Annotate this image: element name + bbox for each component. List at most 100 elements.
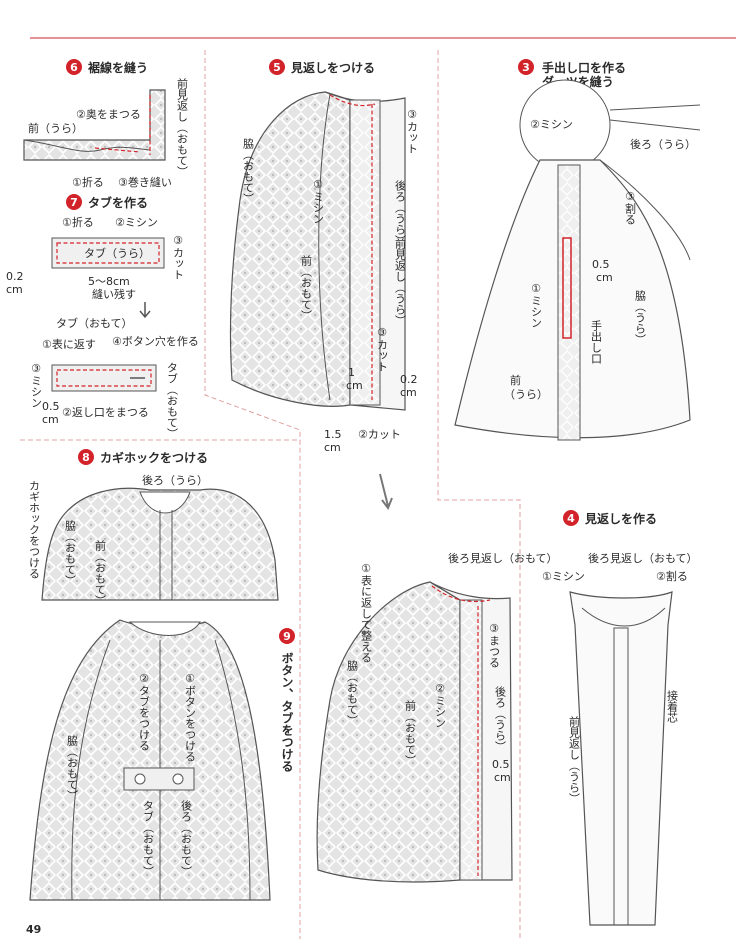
step7-leave: 縫い残す bbox=[92, 287, 136, 301]
step9-tab bbox=[123, 767, 195, 791]
step9-side: 脇（おもて） bbox=[66, 735, 79, 801]
step7-panel: 7 タブを作る ①折る ②ミシン ③カット タブ（うら） 0.2 cm 5〜8c… bbox=[6, 194, 199, 439]
step9-title: ボタン、タブをつける bbox=[280, 652, 294, 772]
step3-number: 3 bbox=[522, 61, 530, 74]
step7-number: 7 bbox=[70, 196, 78, 209]
step5-side: 脇（おもて） bbox=[242, 138, 255, 204]
final-slipstitch: ③まつる bbox=[488, 622, 501, 668]
step5-front: 前（おもて） bbox=[300, 254, 313, 321]
step8-side: 脇（おもて） bbox=[64, 520, 77, 586]
step7-label-fold: ①折る bbox=[62, 215, 94, 229]
step8-title: カギホックをつける bbox=[100, 450, 208, 465]
step5-cut3: ③カット bbox=[376, 326, 389, 372]
step4-panel: 4 見返しを作る 後ろ見返し（おもて） ①ミシン ②割る 接着芯 前見返し（うら… bbox=[542, 510, 698, 926]
step4-facing bbox=[569, 591, 673, 926]
step4-badge bbox=[563, 510, 579, 526]
step7-opening: ②返し口をまつる bbox=[62, 406, 149, 419]
step3-slit: 手出し口 bbox=[590, 319, 603, 364]
step5-02-unit: cm bbox=[400, 386, 417, 399]
step5-cut1: ③カット bbox=[406, 108, 419, 154]
final-assembly-panel: 後ろ見返し（おもて） ①表に返して整える ③まつる 脇（おもて） ②ミシン 前（… bbox=[316, 551, 558, 883]
final-cape bbox=[316, 581, 461, 883]
tab-right-side bbox=[51, 364, 157, 392]
step6-panel: 6 裾線を縫う 前見返し（おもて） ②奥をまつる 前（うら） ①折る ③巻き縫い bbox=[23, 59, 189, 189]
step3-05-unit: cm bbox=[596, 271, 613, 284]
step4-front-facing: 前見返し（うら） bbox=[568, 715, 581, 804]
step5-panel: 5 見返しをつける 脇（おもて） ①ミシン ③カット 後ろ（うら） 前（おもて）… bbox=[229, 59, 419, 454]
step5-facing-label: 前見返し（うら） bbox=[394, 237, 407, 326]
step8-panel: 8 カギホックをつける 後ろ（うら） カギホックをつける 脇（おもて） 前（おも… bbox=[28, 449, 279, 606]
step6-badge bbox=[66, 59, 82, 75]
step3-placket bbox=[557, 164, 581, 441]
final-back: 後ろ（うら） bbox=[494, 685, 507, 752]
step5-machine: ①ミシン bbox=[312, 178, 325, 224]
step4-number: 4 bbox=[567, 512, 575, 525]
step3-back: 後ろ（うら） bbox=[630, 137, 696, 151]
step9-tab-front: タブ（おもて） bbox=[142, 800, 155, 877]
step9-badge bbox=[279, 628, 295, 644]
step5-number: 5 bbox=[273, 61, 281, 74]
step5-title: 見返しをつける bbox=[290, 60, 375, 75]
step3-front: 前 bbox=[510, 373, 521, 387]
final-05: 0.5 bbox=[492, 758, 510, 771]
step7-title: タブを作る bbox=[88, 195, 148, 210]
step5-1: 1 bbox=[348, 366, 355, 379]
step7-05-unit: cm bbox=[42, 413, 59, 426]
step8-badge bbox=[78, 449, 94, 465]
step3-badge bbox=[518, 59, 534, 75]
step3-05: 0.5 bbox=[592, 258, 610, 271]
step5-02: 0.2 bbox=[400, 373, 418, 386]
step9-back: 後ろ（おもて） bbox=[180, 799, 193, 877]
step3-press: ③割る bbox=[624, 190, 637, 225]
step7-len: 5〜8cm bbox=[88, 275, 130, 288]
step7-02-unit: cm bbox=[6, 283, 23, 296]
step7-turn: ①表に返す bbox=[42, 337, 96, 351]
final-turn: ①表に返して整える bbox=[360, 562, 373, 663]
step9-panel: 9 ボタン、タブをつける ②タブをつける ①ボタンをつける 脇（おもて） タブ（… bbox=[29, 619, 295, 901]
step3-front-ws: （うら） bbox=[504, 388, 548, 401]
step7-badge bbox=[66, 194, 82, 210]
step3-panel: 3 手出し口を作る ダーツを縫う ②ミシン 後ろ（うら） ③割る 0.5 cm … bbox=[454, 59, 701, 441]
section-separators bbox=[20, 50, 521, 939]
step5-15: 1.5 bbox=[324, 428, 342, 441]
step3-hand-slit bbox=[562, 237, 572, 339]
step9-attach-button: ①ボタンをつける bbox=[184, 672, 197, 762]
step7-tab-front: タブ（おもて） bbox=[56, 316, 133, 330]
step8-back: 後ろ（うら） bbox=[142, 473, 208, 487]
step6-label-facing: 前見返し（おもて） bbox=[176, 77, 189, 177]
step7-02: 0.2 bbox=[6, 270, 24, 283]
step3-machine2: ②ミシン bbox=[530, 118, 573, 131]
step3-side: 脇（うら） bbox=[634, 290, 647, 345]
final-side: 脇（おもて） bbox=[346, 660, 359, 726]
step5-facing bbox=[349, 99, 381, 406]
step4-press: ②割る bbox=[656, 569, 688, 583]
final-05-unit: cm bbox=[494, 771, 511, 784]
step5-cape-front bbox=[229, 91, 351, 407]
final-machine: ②ミシン bbox=[434, 682, 447, 728]
step4-interfacing: 接着芯 bbox=[666, 690, 679, 723]
final-front: 前（おもて） bbox=[404, 699, 417, 766]
step5-1-unit: cm bbox=[346, 379, 363, 392]
step7-05: 0.5 bbox=[42, 400, 60, 413]
final-back-facing: 後ろ見返し（おもて） bbox=[448, 551, 558, 565]
step6-title: 裾線を縫う bbox=[88, 60, 148, 75]
step4-machine: ①ミシン bbox=[542, 570, 585, 583]
step5-cut2: ②カット bbox=[358, 428, 401, 441]
step7-arrow bbox=[139, 302, 151, 319]
step8-front: 前（おもて） bbox=[94, 539, 107, 606]
step7-machine3: ③ミシン bbox=[30, 362, 43, 408]
step3-title1: 手出し口を作る bbox=[542, 60, 626, 75]
step8-number: 8 bbox=[82, 451, 90, 464]
flow-arrow bbox=[379, 473, 393, 511]
tab-wrong-label: タブ（うら） bbox=[84, 246, 150, 260]
step7-buttonhole: ④ボタン穴を作る bbox=[112, 334, 199, 348]
step4-title: 見返しを作る bbox=[584, 511, 657, 526]
step6-fabric bbox=[23, 89, 166, 161]
step6-number: 6 bbox=[70, 61, 78, 74]
step5-back-label: 後ろ（うら） bbox=[394, 179, 407, 246]
step9-number: 9 bbox=[283, 630, 291, 643]
step6-label-front: 前（うら） bbox=[28, 121, 83, 135]
page-number: 49 bbox=[26, 923, 41, 936]
step6-label-fold: ①折る bbox=[72, 175, 104, 189]
